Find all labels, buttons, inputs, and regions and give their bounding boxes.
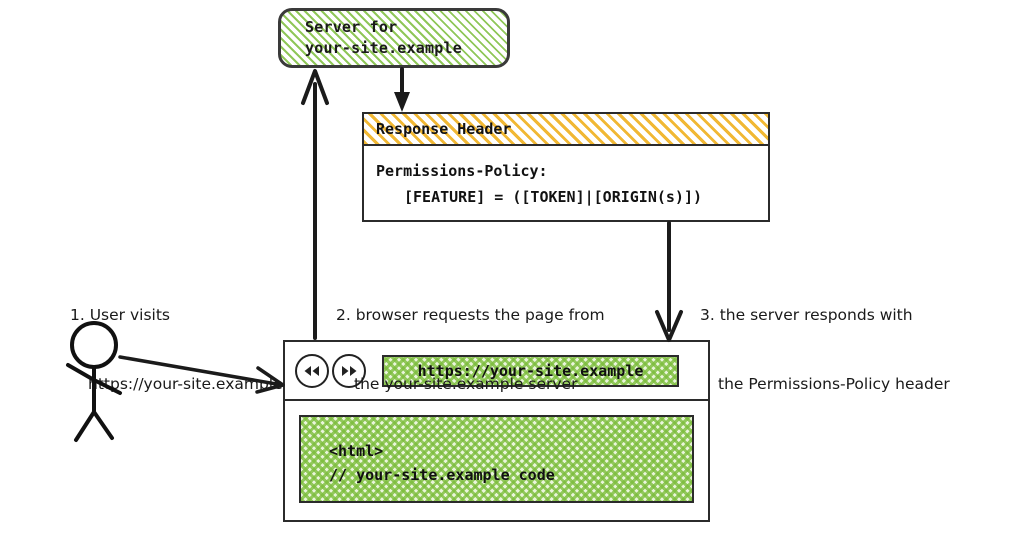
browser-viewport: <html> // your-site.example code (285, 401, 708, 517)
caption-step-2-line-2: the your-site.example server (354, 375, 578, 393)
response-header-box: Response Header Permissions-Policy: [FEA… (362, 112, 770, 222)
caption-step-2: 2. browser requests the page from the yo… (336, 258, 605, 442)
page-code-area: <html> // your-site.example code (299, 415, 694, 503)
browser-window: https://your-site.example <html> // your… (283, 340, 710, 522)
caption-step-1-line-2: https://your-site.example (88, 375, 283, 393)
permissions-policy-directive: Permissions-Policy: (376, 162, 548, 180)
response-header-body: Permissions-Policy: [FEATURE] = ([TOKEN]… (364, 146, 768, 210)
url-text: https://your-site.example (417, 361, 644, 380)
rewind-icon[interactable] (295, 353, 329, 388)
server-label-line1: Server for (305, 18, 398, 36)
caption-step-2-line-1: 2. browser requests the page from (336, 306, 605, 324)
arrow-browser-to-server (301, 69, 329, 340)
arrow-server-to-response (394, 67, 410, 112)
code-line-2: // your-site.example code (329, 466, 555, 484)
url-input[interactable]: https://your-site.example (382, 354, 679, 387)
caption-step-3: 3. the server responds with the Permissi… (700, 258, 950, 442)
fast-forward-icon[interactable] (332, 353, 366, 388)
permissions-policy-value: [FEATURE] = ([TOKEN]|[ORIGIN(s)]) (404, 188, 703, 206)
response-header-title: Response Header (376, 120, 512, 138)
caption-step-1-line-1: 1. User visits (70, 306, 170, 324)
code-line-1: <html> (329, 442, 384, 460)
server-box: Server for your-site.example (278, 8, 510, 68)
arrow-response-to-browser (655, 221, 683, 342)
browser-toolbar: https://your-site.example (285, 342, 708, 401)
caption-step-3-line-2: the Permissions-Policy header (718, 375, 950, 393)
response-header-title-bar: Response Header (364, 114, 768, 146)
server-label-line2: your-site.example (305, 39, 462, 57)
caption-step-1: 1. User visits https://your-site.example (70, 258, 283, 442)
caption-step-3-line-1: 3. the server responds with (700, 306, 913, 324)
